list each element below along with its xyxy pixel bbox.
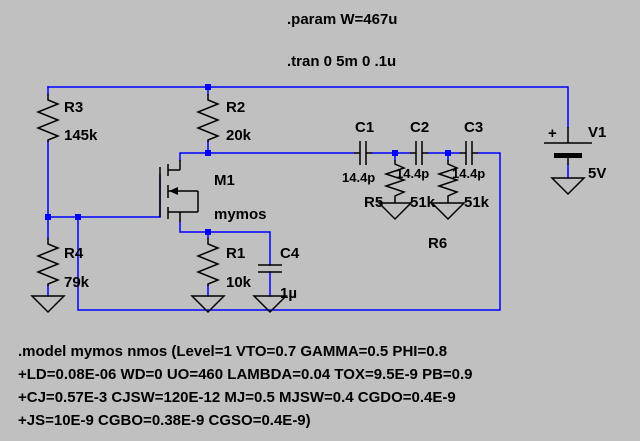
- wire-gate: [47, 174, 161, 218]
- capacitor-c2[interactable]: [410, 141, 428, 165]
- tran-directive[interactable]: .tran 0 5m 0 .1u: [287, 53, 396, 70]
- junction-dot: [75, 214, 81, 220]
- model-line: .model mymos nmos (Level=1 VTO=0.7 GAMMA…: [18, 343, 447, 360]
- label-m1-model: mymos: [214, 206, 267, 223]
- param-directive[interactable]: .param W=467u: [287, 11, 397, 28]
- wire-top-rail: [47, 86, 569, 128]
- ground-symbol: [252, 295, 288, 314]
- label-m1-name: M1: [214, 172, 235, 189]
- junction-dot: [445, 150, 451, 156]
- ground-symbol: [430, 202, 466, 221]
- capacitor-c3[interactable]: [460, 141, 478, 165]
- wire-feedback: [77, 152, 501, 311]
- model-line: +JS=10E-9 CGBO=0.38E-9 CGSO=0.4E-9): [18, 412, 311, 429]
- label-c4-name: C4: [280, 245, 300, 262]
- wire-source-m1: [179, 221, 209, 233]
- label-c2-value: 14.4p: [396, 166, 429, 181]
- ground-symbol: [550, 177, 586, 196]
- label-c3-name: C3: [464, 119, 483, 136]
- resistor-r1[interactable]: [195, 238, 221, 286]
- mosfet-m1[interactable]: [159, 160, 199, 222]
- ground-symbol: [377, 202, 413, 221]
- junction-dot: [205, 229, 211, 235]
- label-r4-name: R4: [64, 245, 84, 262]
- label-c1-value: 14.4p: [342, 170, 375, 185]
- junction-dot: [392, 150, 398, 156]
- label-r3-value: 145k: [64, 127, 98, 144]
- label-r2-name: R2: [226, 99, 245, 116]
- label-r4-value: 79k: [64, 274, 90, 291]
- wires: [47, 86, 569, 311]
- label-c3-value: 14.4p: [452, 166, 485, 181]
- model-directive[interactable]: .model mymos nmos (Level=1 VTO=0.7 GAMMA…: [18, 343, 473, 429]
- label-c1-name: C1: [355, 119, 374, 136]
- wire-source-c4: [207, 231, 271, 266]
- resistor-r4[interactable]: [35, 238, 61, 286]
- capacitor-c4[interactable]: [258, 264, 282, 273]
- capacitor-c1[interactable]: [354, 141, 372, 165]
- wire-drain-m1: [179, 152, 209, 161]
- junction-dot: [205, 84, 211, 90]
- model-line: +CJ=0.57E-3 CJSW=120E-12 MJ=0.5 MJSW=0.4…: [18, 389, 456, 406]
- resistor-r3[interactable]: [35, 94, 61, 142]
- label-r2-value: 20k: [226, 127, 252, 144]
- ground-symbol: [30, 295, 66, 314]
- label-c2-name: C2: [410, 119, 429, 136]
- label-r3-name: R3: [64, 99, 83, 116]
- ground-symbol: [190, 295, 226, 314]
- label-r6-name: R6: [428, 235, 447, 252]
- label-v1-name: V1: [588, 124, 606, 141]
- label-v1-value: 5V: [588, 165, 606, 182]
- voltage-source-v1[interactable]: [544, 127, 592, 165]
- label-v1-plus: +: [548, 125, 557, 142]
- junction-dot: [45, 214, 51, 220]
- label-r5-value: 51k: [410, 194, 436, 211]
- label-r5-name: R5: [364, 194, 383, 211]
- model-line: +LD=0.08E-06 WD=0 UO=460 LAMBDA=0.04 TOX…: [18, 366, 473, 383]
- label-c4-value: 1µ: [280, 285, 297, 302]
- resistor-r6[interactable]: [436, 160, 460, 203]
- resistor-r5[interactable]: [383, 160, 407, 203]
- label-r6-value: 51k: [464, 194, 490, 211]
- junction-dot: [205, 150, 211, 156]
- label-r1-value: 10k: [226, 274, 252, 291]
- junctions: [45, 84, 451, 235]
- resistor-r2[interactable]: [195, 94, 221, 142]
- label-r1-name: R1: [226, 245, 245, 262]
